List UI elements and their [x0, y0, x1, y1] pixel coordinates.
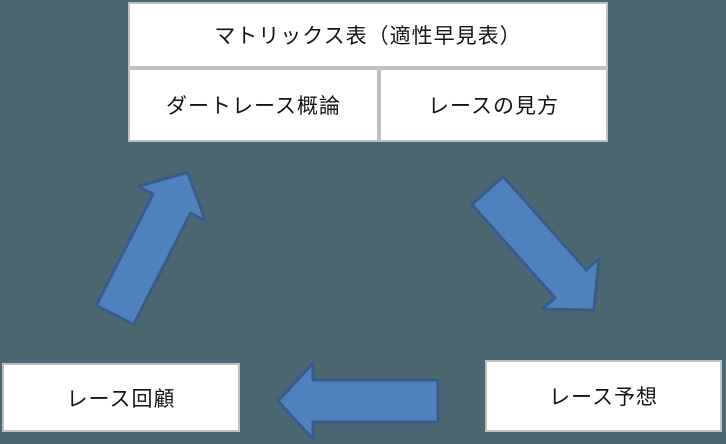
arrow-left-icon	[276, 361, 440, 441]
node-race-forecast: レース予想	[485, 360, 722, 432]
node-dirt-race-overview: ダートレース概論	[128, 68, 379, 142]
arrow-up-right-icon	[94, 170, 208, 327]
node-dirt-race-overview-label: ダートレース概論	[166, 95, 341, 118]
node-race-forecast-label: レース予想	[549, 386, 658, 409]
node-race-viewing-label: レースの見方	[428, 95, 559, 118]
node-matrix-table-label: マトリックス表（適性早見表）	[214, 25, 522, 48]
node-race-viewing: レースの見方	[379, 68, 608, 142]
node-matrix-table: マトリックス表（適性早見表）	[128, 2, 608, 68]
node-race-review: レース回顧	[2, 363, 240, 432]
arrow-down-right-icon	[470, 175, 601, 312]
node-race-review-label: レース回顧	[66, 387, 176, 411]
